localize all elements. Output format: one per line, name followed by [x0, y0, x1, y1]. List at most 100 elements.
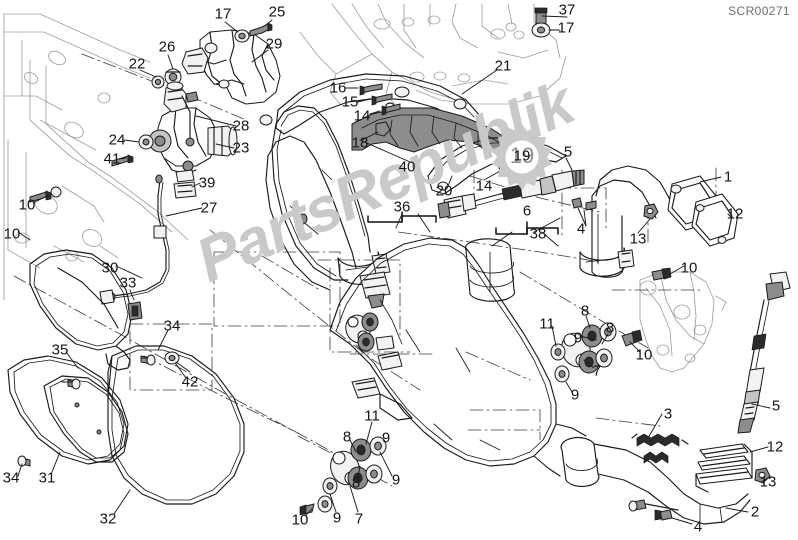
ghost-frame-center: [299, 3, 567, 109]
bracket-6: [495, 221, 559, 235]
part-10-screw-bracket: [651, 267, 672, 281]
part-23-servo-motor: [111, 81, 238, 199]
callout-25: 25: [268, 3, 286, 21]
callout-40: 40: [398, 158, 416, 176]
leader-lines: [17, 15, 771, 525]
callout-5: 5: [563, 143, 573, 161]
callout-41: 41: [103, 150, 121, 168]
part-36-silencer-upper: [265, 105, 371, 291]
callout-10: 10: [18, 196, 36, 214]
callout-12: 12: [766, 438, 784, 456]
callout-8: 8: [351, 474, 361, 492]
callout-10: 10: [635, 346, 653, 364]
part-15-bolt: [371, 93, 393, 106]
callout-2: 2: [750, 503, 760, 521]
part-4-clip-pipe: [571, 197, 597, 211]
callout-10: 10: [680, 259, 698, 277]
callout-9: 9: [391, 471, 401, 489]
callout-9: 9: [570, 386, 580, 404]
callout-7: 7: [592, 362, 602, 380]
callout-26: 26: [158, 38, 176, 56]
part-33-clip: [127, 301, 143, 321]
part-27-control-cable: [99, 174, 170, 305]
part-28-linkage-rod: [181, 91, 199, 147]
part-5-lambda-sensor-right: [737, 271, 791, 434]
part-25-screw-top: [234, 22, 273, 43]
callout-33: 33: [119, 274, 137, 292]
callout-20: 20: [435, 182, 453, 200]
callout-8: 8: [580, 302, 590, 320]
callout-27: 27: [200, 199, 218, 217]
callout-35: 35: [51, 341, 69, 359]
callout-36: 36: [393, 198, 411, 216]
part-36-clamp-left: [337, 251, 391, 309]
part-18-nut: [375, 121, 391, 137]
callout-16: 16: [329, 79, 347, 97]
callout-18: 18: [351, 134, 369, 152]
callout-3: 3: [663, 405, 673, 423]
part-34-screw-left: [17, 455, 31, 467]
callout-10: 10: [291, 511, 309, 529]
part-7-mount-plate-right: [550, 322, 643, 383]
callout-19: 19: [513, 147, 531, 165]
part-31-shield-inner: [43, 375, 129, 463]
callout-6: 6: [522, 202, 532, 220]
callout-31: 31: [38, 469, 56, 487]
callout-8: 8: [605, 319, 615, 337]
callout-21: 21: [494, 57, 512, 75]
callout-12: 12: [726, 205, 744, 223]
callout-32: 32: [99, 510, 117, 528]
drawing-code: SCR00271: [728, 4, 790, 18]
callout-1: 1: [723, 168, 733, 186]
callout-34: 34: [2, 469, 20, 487]
part-38-clamp-right: [579, 247, 635, 277]
part-37-screw-topright: [531, 7, 551, 38]
callout-13: 13: [629, 230, 647, 248]
callout-9: 9: [573, 329, 583, 347]
callout-10: 10: [3, 225, 21, 243]
callout-30: 30: [101, 259, 119, 277]
callout-23: 23: [232, 139, 250, 157]
callout-34: 34: [163, 317, 181, 335]
callout-38: 38: [529, 225, 547, 243]
callout-17: 17: [557, 19, 575, 37]
part-3-spring-lower: [643, 451, 669, 464]
callout-5: 5: [771, 397, 781, 415]
callout-14: 14: [353, 107, 371, 125]
callout-9: 9: [381, 429, 391, 447]
part-34-screw-right: [140, 354, 156, 366]
callout-11: 11: [364, 407, 380, 425]
callout-37: 37: [558, 1, 576, 19]
part-22-washer: [151, 75, 165, 89]
callout-8: 8: [342, 428, 352, 446]
callout-4: 4: [693, 518, 703, 536]
part-1-exhaust-pipe: [591, 165, 739, 278]
callout-15: 15: [341, 93, 359, 111]
callout-39: 39: [198, 174, 216, 192]
part-2-header-pipe: [560, 436, 771, 525]
callout-9: 9: [332, 509, 342, 527]
part-30-heat-shield: [29, 249, 133, 371]
callout-29: 29: [265, 35, 283, 53]
callout-17: 17: [214, 5, 232, 23]
part-13-nut-right: [643, 203, 659, 220]
part-42-washer: [164, 351, 180, 365]
part-32-shield-large: [107, 345, 245, 505]
part-16-bolt: [359, 83, 383, 96]
part-29-valve-cover: [181, 29, 281, 105]
part-35-screw-upper: [67, 378, 81, 390]
callout-7: 7: [354, 510, 364, 528]
callout-28: 28: [232, 117, 250, 135]
callout-14: 14: [475, 177, 493, 195]
part-19-lambda-sensor: [437, 169, 585, 219]
callout-4: 4: [576, 220, 586, 238]
callout-11: 11: [539, 315, 555, 333]
callout-24: 24: [108, 131, 126, 149]
part-3-spring-upper: [631, 433, 689, 447]
part-7-mount-plate-bottom: [299, 436, 387, 516]
part-14-pin: [381, 103, 401, 116]
callout-13: 13: [759, 473, 777, 491]
ghost-frame-left: [3, 13, 189, 301]
